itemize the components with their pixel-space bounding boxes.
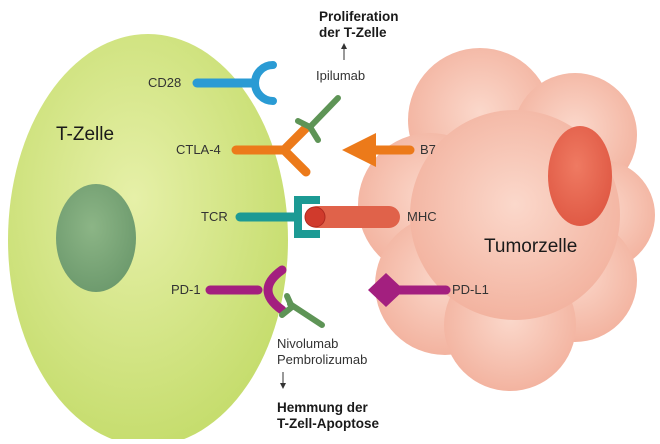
pembrolizumab-label: Pembrolizumab — [277, 352, 368, 367]
effect-bottom-line2: T-Zell-Apoptose — [277, 416, 379, 431]
cd28-label: CD28 — [148, 75, 182, 90]
ctla4-receptor — [231, 123, 311, 177]
pd1-receptor — [205, 265, 287, 315]
effect-top-line2: der T-Zelle — [319, 25, 387, 40]
tcr-receptor — [235, 196, 320, 238]
pdl1-label: PD-L1 — [452, 282, 489, 297]
ctla4-label: CTLA-4 — [176, 142, 221, 157]
pd1-label: PD-1 — [171, 282, 201, 297]
nivolumab-antibody — [279, 293, 325, 328]
tcr-label: TCR — [201, 209, 228, 224]
pdl1-ligand — [368, 273, 451, 307]
effect-top-line1: Proliferation — [319, 9, 399, 24]
ipilumab-antibody — [295, 95, 341, 143]
arrow-down-inhibition — [280, 372, 286, 389]
ipilumab-label: Ipilumab — [316, 68, 366, 83]
t-cell-body — [8, 34, 288, 444]
b7-label: B7 — [420, 142, 436, 157]
t-cell-nucleus — [56, 184, 136, 292]
mhc-label: MHC — [407, 209, 437, 224]
effect-bottom-line1: Hemmung der — [277, 400, 368, 415]
tumor-nucleus — [548, 126, 612, 226]
cd28-receptor — [192, 61, 277, 105]
nivolumab-label: Nivolumab — [277, 336, 339, 351]
mhc-molecule — [304, 206, 400, 228]
t-cell-label: T-Zelle — [56, 124, 115, 145]
arrow-up-proliferation — [341, 43, 347, 60]
b7-ligand — [342, 133, 415, 167]
tumor-cell-body — [358, 48, 655, 391]
tumor-cell-label: Tumorzelle — [484, 236, 578, 257]
